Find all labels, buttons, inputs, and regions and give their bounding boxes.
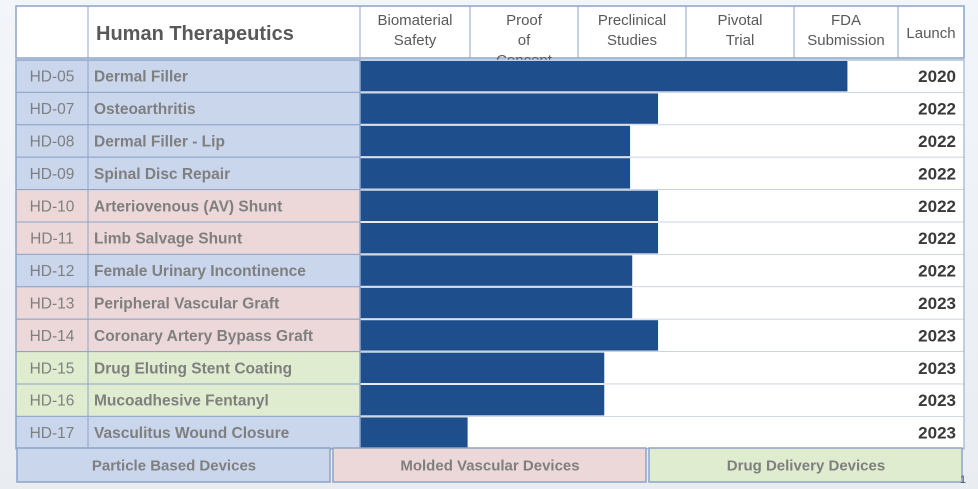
row-code: HD-12	[30, 263, 75, 280]
stage-header-word: Studies	[607, 32, 657, 49]
row-code: HD-07	[30, 101, 75, 118]
row-code: HD-17	[30, 425, 75, 442]
header-row	[15, 5, 965, 59]
row-name: Dermal Filler	[94, 69, 188, 86]
row-name: Limb Salvage Shunt	[94, 231, 242, 248]
row-label-cell	[15, 351, 361, 385]
stage-header-word: Proof	[506, 12, 543, 29]
stage-header-5: FDA Submission	[807, 12, 885, 49]
stage-header-word: FDA	[831, 12, 861, 29]
launch-year: 2023	[918, 359, 956, 378]
progress-bar-hd-13	[360, 287, 633, 319]
stage-header-word: Trial	[726, 32, 755, 49]
stage-header-word: Preclinical	[598, 12, 666, 29]
row-code: HD-16	[30, 393, 75, 410]
row-code: HD-05	[30, 69, 75, 86]
row-name: Drug Eluting Stent Coating	[94, 360, 292, 377]
launch-year: 2022	[918, 100, 956, 119]
row-code: HD-15	[30, 360, 75, 377]
progress-bar-hd-12	[360, 255, 633, 286]
launch-year: 2022	[918, 229, 956, 248]
progress-bar-hd-15	[360, 352, 605, 383]
stage-header-word: Submission	[807, 32, 885, 49]
row-code: HD-08	[30, 134, 75, 151]
launch-year: 2022	[918, 132, 956, 151]
row-code: HD-14	[30, 328, 75, 345]
stage-header-word: of	[518, 32, 531, 49]
progress-bar-hd-16	[360, 385, 605, 416]
legend-label-drug: Drug Delivery Devices	[727, 458, 885, 475]
legend-label-particle: Particle Based Devices	[92, 458, 256, 475]
launch-year: 2023	[918, 424, 956, 443]
row-label-cell	[15, 156, 361, 191]
row-name: Female Urinary Incontinence	[94, 263, 306, 280]
row-code: HD-09	[30, 166, 75, 183]
page-number: 1	[960, 474, 966, 486]
row-name: Spinal Disc Repair	[94, 166, 230, 183]
progress-bar-hd-09	[360, 158, 631, 189]
launch-year: 2022	[918, 197, 956, 216]
row-name: Mucoadhesive Fentanyl	[94, 393, 269, 410]
launch-year: 2022	[918, 164, 956, 183]
legend-swatch-vascular	[332, 447, 647, 483]
progress-bar-hd-05	[360, 61, 848, 92]
row-name: Arteriovenous (AV) Shunt	[94, 198, 282, 215]
row-label-cell	[15, 59, 361, 93]
launch-year: 2023	[918, 326, 956, 345]
launch-year: 2023	[918, 391, 956, 410]
legend-label-vascular: Molded Vascular Devices	[400, 458, 579, 475]
progress-bar-hd-08	[360, 125, 631, 157]
launch-year: 2020	[918, 67, 956, 86]
launch-year: 2023	[918, 294, 956, 313]
legend-swatch-drug	[648, 447, 963, 483]
progress-bar-hd-10	[360, 190, 659, 221]
row-name: Coronary Artery Bypass Graft	[94, 328, 313, 345]
row-name: Dermal Filler - Lip	[94, 134, 225, 151]
chart-title: Human Therapeutics	[96, 23, 294, 45]
row-name: Osteoarthritis	[94, 101, 196, 118]
legend-swatch-particle	[16, 447, 331, 483]
stage-header-word: Safety	[394, 32, 437, 49]
row-code: HD-10	[30, 198, 75, 215]
row-name: Peripheral Vascular Graft	[94, 296, 279, 313]
row-code: HD-13	[30, 296, 75, 313]
stage-header-word: Biomaterial	[377, 12, 452, 29]
row-label-cell	[15, 124, 361, 158]
progress-bar-hd-11	[360, 223, 659, 254]
launch-header: Launch	[906, 25, 955, 42]
stage-header-word: Pivotal	[717, 12, 762, 29]
progress-bar-hd-14	[360, 320, 659, 351]
launch-year: 2022	[918, 262, 956, 281]
row-name: Vasculitus Wound Closure	[94, 425, 290, 442]
progress-bar-hd-07	[360, 93, 659, 124]
row-code: HD-11	[30, 231, 74, 248]
progress-bar-hd-17	[360, 417, 468, 448]
